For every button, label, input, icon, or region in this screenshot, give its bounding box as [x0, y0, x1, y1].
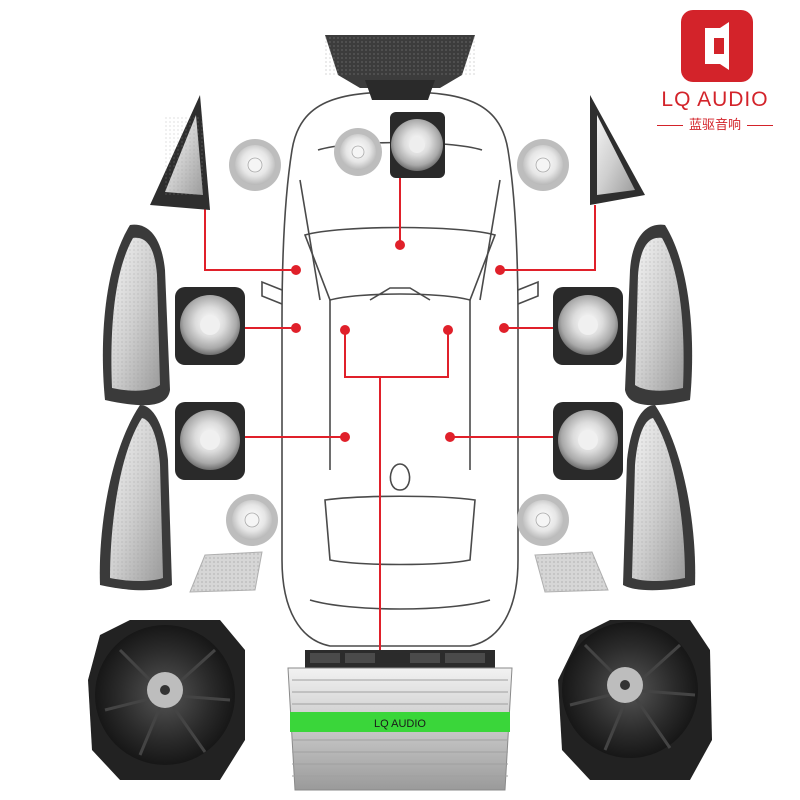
right-rear-deck-grille [534, 551, 609, 593]
connector-dots [291, 240, 509, 442]
right-rear-midrange [553, 402, 623, 480]
right-a-pillar-tweeter [590, 95, 645, 205]
brand-name: LQ AUDIO [661, 88, 769, 111]
left-subwoofer [88, 620, 245, 780]
tweeter-top-right [517, 139, 569, 191]
left-a-pillar-tweeter [150, 95, 210, 210]
brand-subtitle: 蓝驱音响 [640, 114, 790, 133]
right-front-midrange [553, 287, 623, 365]
connector-lines [204, 175, 596, 680]
right-rear-door-grille [623, 405, 696, 591]
left-rear-door-grille [99, 405, 172, 591]
brand-logo: LQ AUDIO 蓝驱音响 [640, 10, 790, 133]
right-front-door-grille [625, 224, 693, 406]
center-dash-speaker [325, 35, 475, 100]
left-rear-midrange [175, 402, 245, 480]
amplifier-label: LQ AUDIO [374, 718, 426, 730]
tweeter-bottom-left [226, 494, 278, 546]
tweeter-bottom-right [517, 494, 569, 546]
right-subwoofer [558, 620, 712, 780]
tweeter-top-center [334, 128, 382, 176]
car-outline [261, 91, 539, 647]
left-front-door-grille [102, 224, 170, 406]
left-rear-deck-grille [189, 551, 263, 593]
left-front-midrange [175, 287, 245, 365]
amplifier: LQ AUDIO [287, 650, 513, 791]
center-midrange-speaker [390, 112, 445, 178]
tweeter-top-left [229, 139, 281, 191]
brand-logo-icon [681, 10, 753, 82]
amplifier-stripe [290, 712, 510, 732]
